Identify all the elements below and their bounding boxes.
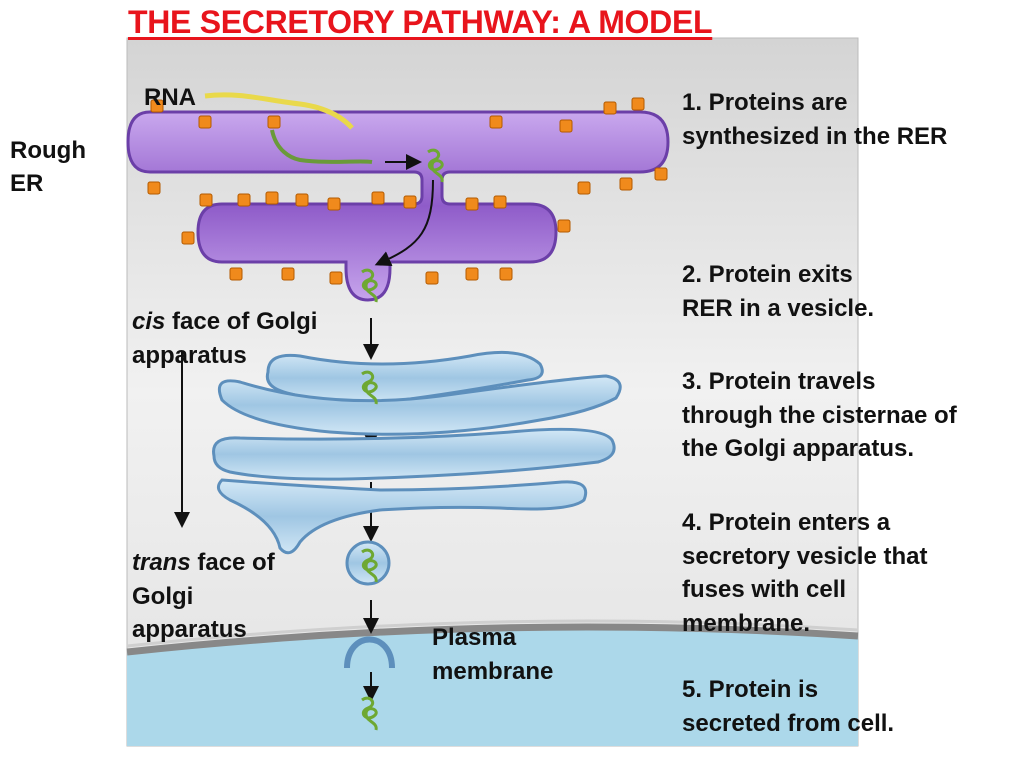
golgi-apparatus [212, 350, 622, 555]
trans-face-label: trans face of Golgi apparatus [132, 549, 275, 644]
step-3: 3. Protein travels through the cisternae… [682, 368, 957, 463]
golgi-cisterna-2 [217, 374, 622, 436]
step-2: 2. Protein exits RER in a vesicle. [682, 261, 875, 322]
protein-icon [361, 696, 378, 731]
protein-icon [361, 268, 378, 303]
rough-er [126, 110, 670, 302]
cis-face-label: cis face of Golgi apparatus [132, 308, 318, 369]
plasma-membrane-label: Plasma membrane [432, 624, 554, 685]
protein-chain [270, 129, 373, 164]
protein-icon [361, 370, 378, 405]
rough-er-label: Rough ER [10, 137, 86, 198]
page-title: THE SECRETORY PATHWAY: A MODEL [128, 4, 713, 40]
rna-label: RNA [144, 84, 196, 111]
golgi-cisterna-3 [212, 427, 616, 481]
step-4: 4. Protein enters a secretory vesicle th… [682, 509, 928, 637]
folded-proteins [361, 148, 444, 731]
step-1: 1. Proteins are synthesized in the RER [682, 89, 948, 150]
plasma-membrane [126, 623, 859, 656]
golgi-cisterna-4 [216, 478, 588, 555]
exocytosis-pore [344, 636, 395, 669]
extracellular-space [127, 627, 858, 746]
ribosomes [147, 97, 668, 285]
mrna-strand [204, 92, 354, 130]
protein-icon [361, 548, 378, 583]
protein-icon [427, 148, 444, 183]
step-5: 5. Protein is secreted from cell. [682, 676, 895, 737]
